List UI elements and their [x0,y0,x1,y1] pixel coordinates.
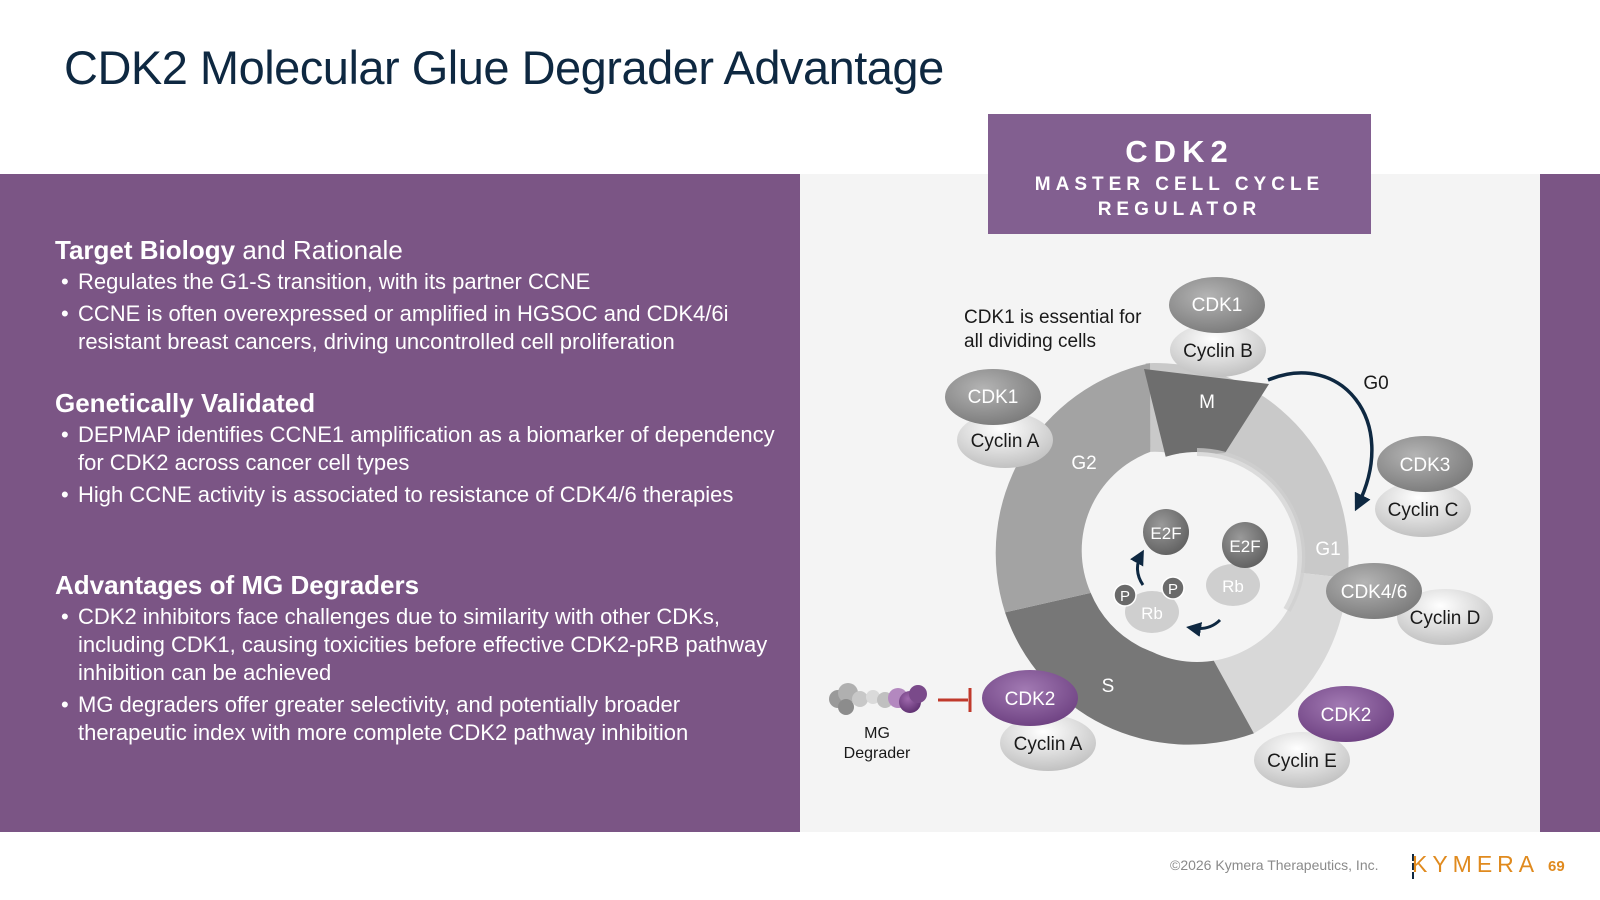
complex-cdk2-cyclin-e: CDK2 Cyclin E [1254,686,1394,788]
cdk1-note-line2: all dividing cells [964,331,1096,352]
e2f-label: E2F [1229,537,1260,556]
mg-degrader-molecule [829,683,927,715]
complex-cdk1-cyclin-b: CDK1 Cyclin B [1169,277,1266,377]
rb-label: Rb [1141,604,1163,623]
cyclin-label: Cyclin E [1267,751,1337,772]
release-arrow [1130,549,1145,586]
phase-label-g0: G0 [1363,373,1388,394]
rb-protein-left [1125,591,1179,633]
g2-segment [995,363,1151,613]
heading-bold: Target Biology [55,235,236,265]
page-number: 69 [1548,858,1565,875]
complex-cdk1-cyclin-a: CDK1 Cyclin A [945,369,1053,468]
cdk-label: CDK1 [1192,295,1243,316]
cycle-arrow [1186,618,1222,637]
slide-title: CDK2 Molecular Glue Degrader Advantage [64,41,944,94]
header-box-subtitle: MASTER CELL CYCLE REGULATOR [1034,174,1325,220]
cyclin-label: Cyclin B [1183,341,1253,362]
g1-segment-lower [1210,568,1348,734]
bullet-list: DEPMAP identifies CCNE1 amplification as… [55,421,775,509]
cdk-label: CDK3 [1400,455,1451,476]
kymera-logo: KYMERA [1412,851,1540,877]
rb-e2f-center: Rb E2F Rb E2F P P [1113,509,1268,637]
e2f-protein-left [1143,509,1189,555]
bullet-item: MG degraders offer greater selectivity, … [55,691,775,747]
cdk-label: CDK2 [1321,705,1372,726]
cdk1-note-line1: CDK1 is essential for [964,307,1142,328]
e2f-label: E2F [1150,524,1181,543]
cyclin-label: Cyclin D [1410,608,1481,629]
degrader-label-line2: Degrader [844,745,911,762]
heading-rest: and Rationale [235,235,403,265]
cyclin-label: Cyclin A [1014,734,1083,755]
bullet-item: CDK2 inhibitors face challenges due to s… [55,603,775,687]
heading-bold: Advantages of MG Degraders [55,570,420,600]
phase-label-m: M [1199,392,1215,413]
degrader-label-line1: MG [864,725,890,742]
bullet-list: Regulates the G1-S transition, with its … [55,268,775,356]
inhibition-symbol [938,688,972,712]
cdk-label: CDK2 [1005,689,1056,710]
s-segment [1005,592,1254,745]
phase-label-g1: G1 [1315,539,1340,560]
phosphate-1 [1113,583,1137,607]
footer-copyright: ©2026 Kymera Therapeutics, Inc. [1170,857,1379,873]
right-accent-strip [1540,174,1600,832]
g0-arrow [1267,371,1374,512]
heading-bold: Genetically Validated [55,388,316,418]
cdk-label: CDK4/6 [1341,582,1408,603]
complex-cdk46-cyclin-d: CDK4/6 Cyclin D [1326,563,1493,645]
cdk2-header-box: CDK2 MASTER CELL CYCLE REGULATOR [988,114,1371,234]
bullet-item: High CCNE activity is associated to resi… [55,481,775,509]
bullet-item: Regulates the G1-S transition, with its … [55,268,775,296]
header-box-title: CDK2 [1125,134,1234,169]
kymera-logo-mark-icon [1412,854,1414,879]
complex-cdk3-cyclin-c: CDK3 Cyclin C [1375,436,1473,537]
rb-protein-right [1206,564,1260,606]
phosphate-2 [1161,576,1185,600]
complex-cdk2-cyclin-a: CDK2 Cyclin A [982,670,1096,771]
p-label: P [1120,588,1130,605]
bullet-item: CCNE is often overexpressed or amplified… [55,300,775,356]
e2f-protein-right [1222,522,1268,568]
section-heading: Advantages of MG Degraders [55,569,775,601]
cdk-label: CDK1 [968,387,1019,408]
section-heading: Genetically Validated [55,387,775,419]
rb-label: Rb [1222,577,1244,596]
section-genetically-validated: Genetically Validated DEPMAP identifies … [55,387,775,513]
cyclin-label: Cyclin C [1388,500,1459,521]
cell-cycle-ring [995,362,1349,745]
p-label: P [1168,581,1178,598]
section-target-biology: Target Biology and Rationale Regulates t… [55,234,775,360]
section-heading: Target Biology and Rationale [55,234,775,266]
cyclin-label: Cyclin A [971,431,1040,452]
bullet-item: DEPMAP identifies CCNE1 amplification as… [55,421,775,477]
section-mg-advantages: Advantages of MG Degraders CDK2 inhibito… [55,569,775,751]
phase-label-g2: G2 [1071,453,1096,474]
m-segment [1144,369,1269,458]
phase-label-s: S [1102,676,1115,697]
bullet-list: CDK2 inhibitors face challenges due to s… [55,603,775,747]
